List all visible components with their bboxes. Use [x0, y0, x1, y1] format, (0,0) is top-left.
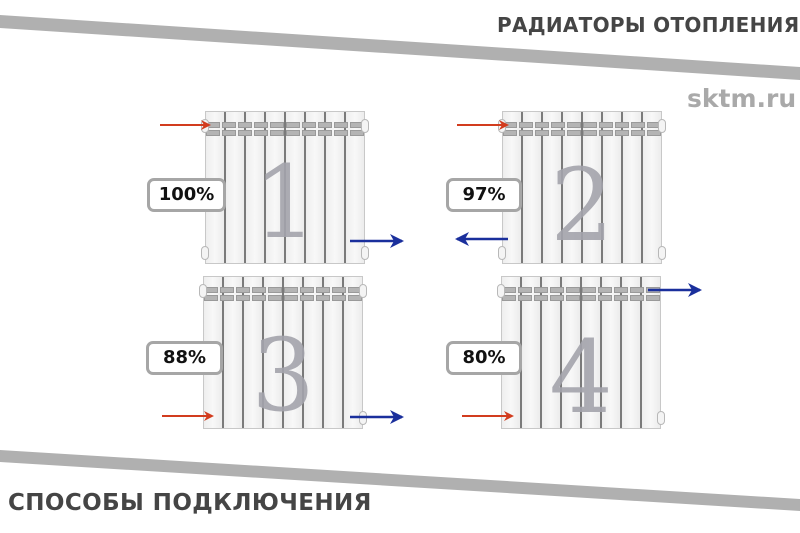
radiator-body [502, 111, 662, 264]
end-cap [361, 119, 369, 133]
bottom-band [0, 450, 800, 511]
top-band [0, 15, 800, 80]
site-watermark: sktm.ru [687, 84, 797, 113]
radiator-body [501, 276, 661, 429]
radiator-number: 1 [253, 144, 317, 261]
efficiency-badge-2: 97% [446, 178, 522, 212]
radiator-collector-top [203, 287, 363, 293]
radiator-collector-top [205, 130, 365, 136]
radiator-collector-top [502, 122, 662, 128]
efficiency-badge-3: 88% [146, 341, 223, 375]
radiator-number: 4 [549, 319, 613, 436]
end-cap [361, 246, 369, 260]
efficiency-badge-1: 100% [147, 178, 226, 212]
diagram-subtitle: СПОСОБЫ ПОДКЛЮЧЕНИЯ [8, 490, 372, 516]
page-title: РАДИАТОРЫ ОТОПЛЕНИЯ [497, 13, 800, 37]
end-cap [498, 246, 506, 260]
end-cap [497, 284, 505, 298]
radiator-body [205, 111, 365, 264]
end-cap [657, 411, 665, 425]
end-cap [359, 284, 367, 298]
end-cap [201, 246, 209, 260]
radiator-2: 2 [498, 111, 666, 264]
end-cap [199, 284, 207, 298]
end-cap [658, 119, 666, 133]
radiator-collector-top [501, 295, 661, 301]
radiator-collector-top [203, 295, 363, 301]
radiator-collector-top [502, 130, 662, 136]
end-cap [658, 246, 666, 260]
radiator-number: 3 [251, 317, 315, 434]
radiator-number: 2 [550, 147, 614, 264]
radiator-4: 4 [497, 276, 665, 436]
radiator-body [203, 276, 363, 429]
efficiency-badge-4: 80% [446, 341, 522, 375]
radiator-1: 1 [201, 111, 369, 264]
radiator-3: 3 [199, 276, 367, 434]
